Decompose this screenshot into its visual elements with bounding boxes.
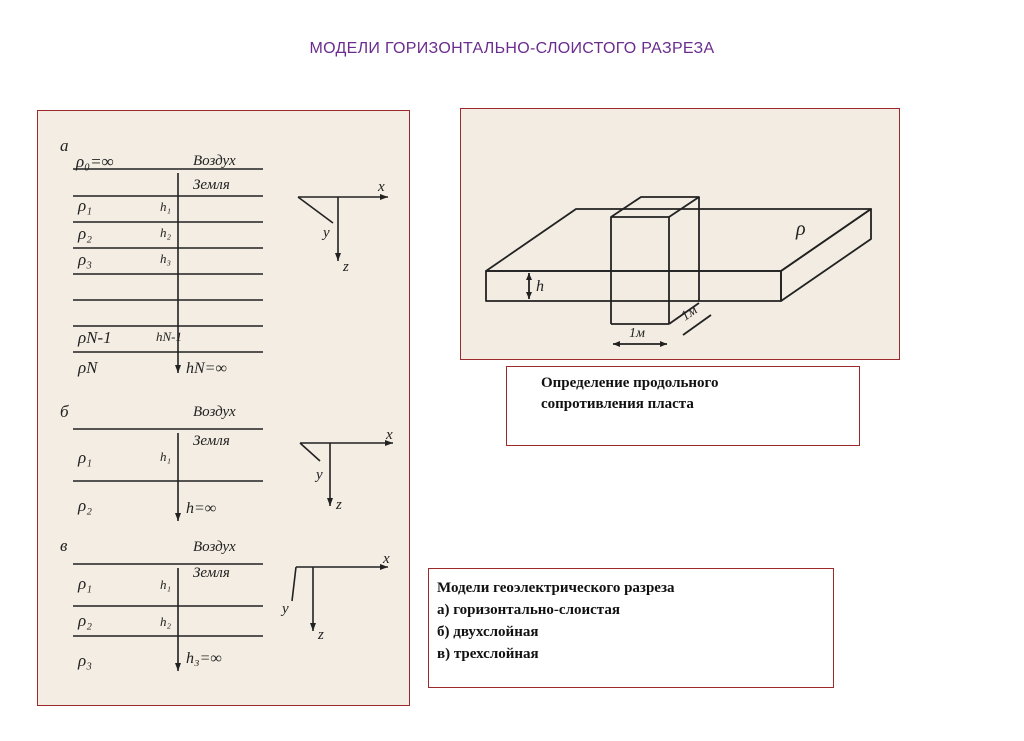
- section-b-letter: б: [60, 402, 69, 421]
- caption-line: сопротивления пласта: [541, 396, 694, 412]
- page-title: МОДЕЛИ ГОРИЗОНТАЛЬНО-СЛОИСТОГО РАЗРЕЗА: [309, 40, 715, 57]
- section-v-air: Воздух: [193, 539, 236, 555]
- section-b-earth: Земля: [193, 433, 230, 449]
- section-b-layer-1: ρ₁: [77, 448, 92, 467]
- layered-models-figure: а ρ₀=∞ Воздух Земля ρ₁ ρ₂ ρ₃ ρN-1 ρN h₁ …: [37, 110, 410, 706]
- section-v-axis-x: x: [382, 551, 390, 567]
- caption-line: Определение продольного: [541, 375, 719, 391]
- caption-line: а) горизонтально-слоистая: [437, 602, 620, 618]
- section-a-earth: Земля: [193, 177, 230, 193]
- section-a-h1: h₁: [160, 199, 171, 214]
- section-a-layer-n-1: ρN-1: [77, 328, 112, 347]
- section-b-h-infinity: h=∞: [186, 500, 216, 517]
- section-a-hn-infinity: hN=∞: [186, 360, 227, 377]
- section-b-h1: h₁: [160, 449, 171, 464]
- section-a-axis-y: y: [321, 225, 330, 241]
- section-b-axis-x: x: [385, 427, 393, 443]
- section-v-axis-z: z: [317, 627, 324, 643]
- caption-geoelectric-models: Модели геоэлектрического разреза а) гори…: [428, 568, 834, 688]
- section-a-air: Воздух: [193, 153, 236, 169]
- section-b-axis-z: z: [335, 497, 342, 513]
- section-v-layer-1: ρ₁: [77, 574, 92, 593]
- caption-longitudinal-resistance: Определение продольного сопротивления пл…: [506, 366, 860, 446]
- caption-line: Модели геоэлектрического разреза: [437, 580, 675, 596]
- section-a-layer-2: ρ₂: [77, 224, 92, 243]
- section-b-layer-2: ρ₂: [77, 496, 92, 515]
- section-a-hn-1: hN-1: [156, 329, 182, 344]
- caption-line: в) трехслойная: [437, 646, 539, 662]
- section-v-h1: h₁: [160, 577, 171, 592]
- section-v-axis-y: y: [280, 601, 289, 617]
- section-v-earth: Земля: [193, 565, 230, 581]
- layer-block-svg: ρ h 1м 1м: [485, 196, 872, 347]
- section-a-rho0: ρ₀=∞: [75, 152, 114, 171]
- caption-line: б) двухслойная: [437, 624, 539, 640]
- section-v-letter: в: [60, 536, 68, 555]
- section-v-h3-infinity: h₃=∞: [186, 650, 222, 667]
- section-a-layer-1: ρ₁: [77, 196, 92, 215]
- section-a-axis-z: z: [342, 259, 349, 275]
- section-v-h2: h₂: [160, 614, 172, 629]
- section-a-h2: h₂: [160, 225, 172, 240]
- section-v-layer-2: ρ₂: [77, 611, 92, 630]
- section-v-layer-3: ρ₃: [77, 651, 92, 670]
- section-a-letter: а: [60, 136, 69, 155]
- section-a-layer-n: ρN: [77, 358, 99, 377]
- section-a-layer-3: ρ₃: [77, 250, 92, 269]
- block-rho-label: ρ: [795, 218, 806, 240]
- section-b-air: Воздух: [193, 404, 236, 420]
- section-a-h3: h₃: [160, 251, 171, 266]
- section-a-axis-x: x: [377, 179, 385, 195]
- section-b-axis-y: y: [314, 467, 323, 483]
- layer-block-figure: ρ h 1м 1м: [460, 108, 900, 360]
- layered-models-svg: а ρ₀=∞ Воздух Земля ρ₁ ρ₂ ρ₃ ρN-1 ρN h₁ …: [60, 136, 393, 671]
- block-width-label: 1м: [679, 303, 701, 324]
- block-length-label: 1м: [629, 326, 645, 341]
- block-h-label: h: [536, 278, 544, 295]
